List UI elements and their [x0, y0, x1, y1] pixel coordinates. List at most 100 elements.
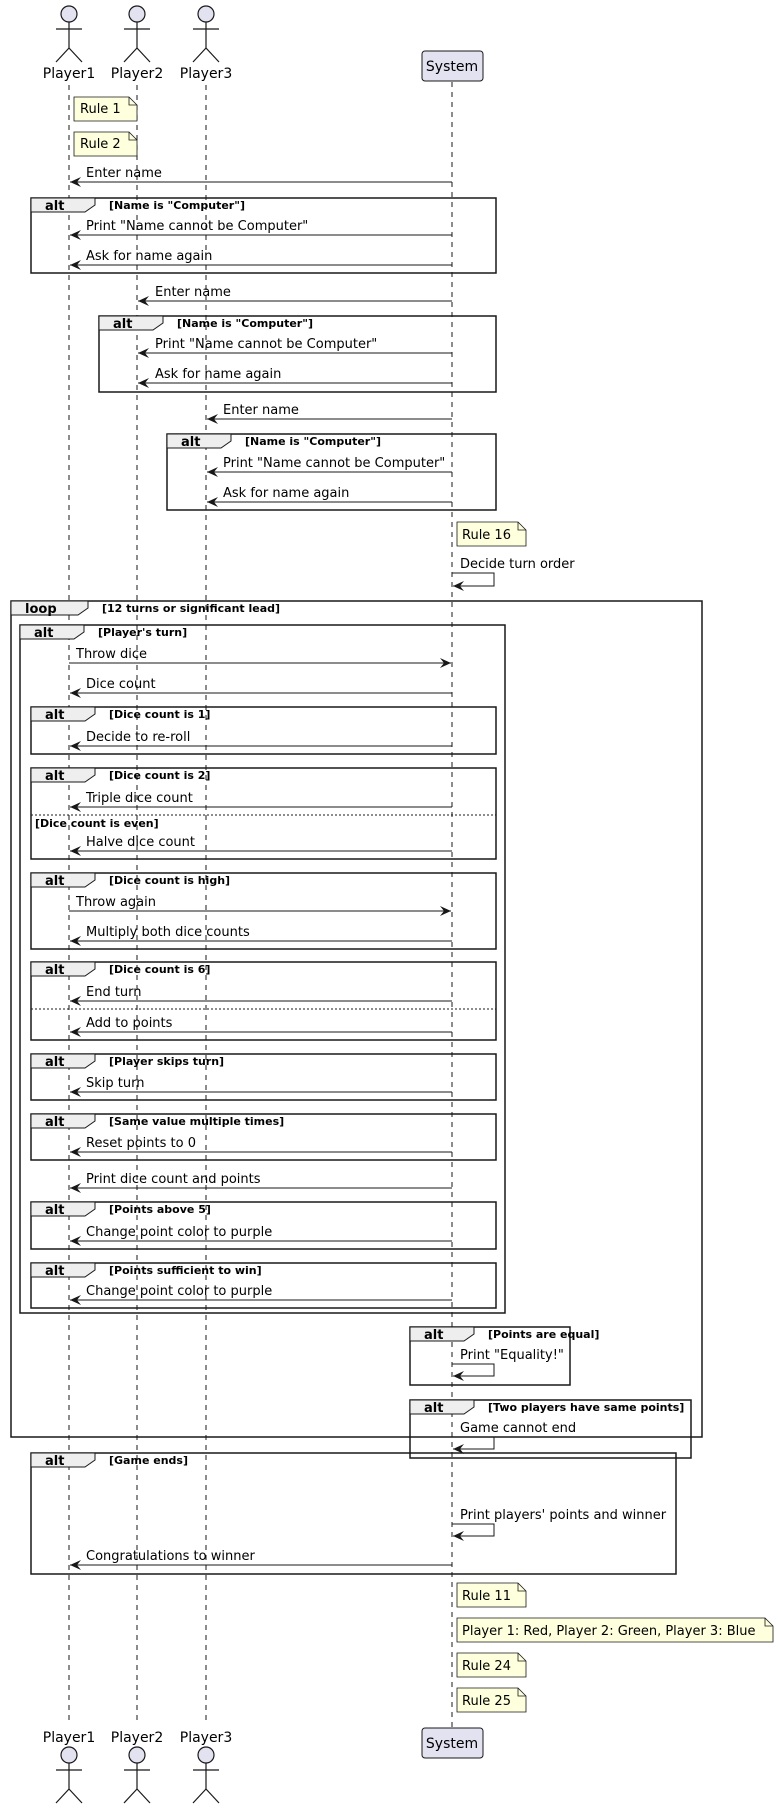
svg-text:Enter name: Enter name — [223, 403, 299, 418]
note-rule25: Rule 25 — [456, 1687, 527, 1713]
participant-label-system-bottom: System — [426, 1736, 478, 1752]
svg-text:alt: alt — [424, 1328, 443, 1343]
svg-text:Multiply both dice counts: Multiply both dice counts — [86, 925, 250, 940]
svg-text:Print players' points and winn: Print players' points and winner — [460, 1508, 667, 1523]
participant-label-player1: Player1 — [43, 66, 95, 82]
svg-text:[Game ends]: [Game ends] — [109, 1454, 188, 1467]
participant-label-player2-bottom: Player2 — [111, 1730, 163, 1746]
svg-text:alt: alt — [45, 708, 64, 723]
msg-add-points: Add to points — [70, 1016, 452, 1037]
svg-text:Print "Name cannot be Computer: Print "Name cannot be Computer" — [155, 337, 377, 352]
msg-turn-order: Decide turn order — [452, 557, 575, 591]
svg-text:Change point color to purple: Change point color to purple — [86, 1225, 272, 1240]
svg-text:Throw again: Throw again — [75, 895, 156, 910]
msg-multiply: Multiply both dice counts — [70, 925, 452, 946]
note-rule1-text: Rule 1 — [80, 102, 121, 117]
svg-text:[Name is "Computer"]: [Name is "Computer"] — [177, 317, 313, 330]
svg-text:alt: alt — [424, 1401, 443, 1416]
frame-alt-skips: alt [Player skips turn] — [30, 1053, 497, 1101]
svg-text:Halve dice count: Halve dice count — [86, 835, 195, 850]
note-rule11: Rule 11 — [456, 1582, 527, 1608]
note-rule24: Rule 24 — [456, 1652, 527, 1678]
svg-text:Ask for name again: Ask for name again — [223, 486, 349, 501]
msg-halve: Halve dice count — [70, 835, 452, 856]
actor-player3-top — [192, 5, 220, 63]
msg-purple-1: Change point color to purple — [70, 1225, 452, 1246]
svg-text:alt: alt — [45, 963, 64, 978]
msg-cannot-end: Game cannot end — [452, 1421, 576, 1454]
msg-dice-count: Dice count — [70, 677, 452, 698]
svg-text:alt: alt — [45, 1454, 64, 1469]
note-rule2-text: Rule 2 — [80, 137, 121, 152]
svg-text:alt: alt — [113, 317, 132, 332]
svg-text:alt: alt — [34, 626, 53, 641]
msg-enter-name-p1: Enter name — [70, 166, 452, 187]
actor-player2-top — [123, 5, 151, 63]
msg-triple: Triple dice count — [70, 791, 452, 812]
frame-alt-name-p3: alt [Name is "Computer"] — [166, 433, 497, 511]
svg-text:Ask for name again: Ask for name again — [155, 367, 281, 382]
msg-enter-name-p3: Enter name — [207, 403, 452, 424]
frame-alt-dice-1: alt [Dice count is 1] — [30, 706, 497, 755]
svg-text:Ask for name again: Ask for name again — [86, 249, 212, 264]
svg-text:alt: alt — [45, 874, 64, 889]
participant-label-player1-bottom: Player1 — [43, 1730, 95, 1746]
msg-reroll: Decide to re-roll — [70, 730, 452, 751]
actor-player3-bottom — [192, 1746, 220, 1804]
note-rule1: Rule 1 — [73, 96, 138, 122]
svg-text:Change point color to purple: Change point color to purple — [86, 1284, 272, 1299]
note-rule2: Rule 2 — [73, 131, 138, 157]
svg-text:Enter name: Enter name — [155, 285, 231, 300]
svg-text:[Dice count is 2]: [Dice count is 2] — [109, 769, 210, 782]
svg-text:[Dice count is even]: [Dice count is even] — [35, 817, 159, 830]
msg-print-p2: Print "Name cannot be Computer" — [138, 337, 452, 358]
msg-enter-name-p2: Enter name — [138, 285, 452, 306]
msg-skip: Skip turn — [70, 1076, 452, 1097]
frame-alt-name-p2: alt [Name is "Computer"] — [98, 315, 497, 393]
msg-throw-again: Throw again — [69, 895, 451, 916]
msg-reset: Reset points to 0 — [70, 1136, 452, 1157]
msg-print-winner: Print players' points and winner — [452, 1508, 667, 1541]
svg-text:alt: alt — [45, 199, 64, 214]
svg-text:Decide to re-roll: Decide to re-roll — [86, 730, 190, 745]
participant-label-player3: Player3 — [180, 66, 232, 82]
svg-text:Congratulations to winner: Congratulations to winner — [86, 1549, 255, 1564]
msg-print-p1: Print "Name cannot be Computer" — [70, 219, 452, 240]
svg-text:Reset points to 0: Reset points to 0 — [86, 1136, 196, 1151]
participant-label-player2: Player2 — [111, 66, 163, 82]
participants-bottom: Player1 Player2 Player3 System — [43, 1727, 484, 1804]
frame-alt-same-points: alt [Two players have same points] — [409, 1399, 692, 1459]
note-player-colors: Player 1: Red, Player 2: Green, Player 3… — [456, 1617, 774, 1643]
msg-equality: Print "Equality!" — [452, 1348, 564, 1381]
actor-player1-bottom — [55, 1746, 83, 1804]
svg-text:[Two players have same points]: [Two players have same points] — [488, 1401, 684, 1414]
frame-alt-players-turn: alt [Player's turn] — [19, 624, 506, 1314]
svg-text:Dice count: Dice count — [86, 677, 156, 692]
svg-text:[Dice count is 6]: [Dice count is 6] — [109, 963, 210, 976]
msg-ask-p2: Ask for name again — [138, 367, 452, 388]
msg-throw-dice: Throw dice — [69, 647, 451, 668]
msg-ask-p1: Ask for name again — [70, 249, 452, 270]
svg-text:[Name is "Computer"]: [Name is "Computer"] — [245, 435, 381, 448]
svg-text:Rule 11: Rule 11 — [462, 1589, 511, 1604]
svg-text:[Dice count is 1]: [Dice count is 1] — [109, 708, 210, 721]
svg-text:Print "Equality!": Print "Equality!" — [460, 1348, 564, 1363]
svg-text:[Player skips turn]: [Player skips turn] — [109, 1055, 224, 1068]
frame-alt-points-win: alt [Points sufficient to win] — [30, 1262, 497, 1309]
msg-ask-p3: Ask for name again — [207, 486, 452, 507]
svg-text:alt: alt — [45, 1203, 64, 1218]
frame-alt-dice-2: alt [Dice count is 2] [Dice count is eve… — [30, 767, 497, 860]
svg-text:[Points are equal]: [Points are equal] — [488, 1328, 599, 1341]
svg-text:Rule 16: Rule 16 — [462, 528, 511, 543]
msg-congrats: Congratulations to winner — [70, 1549, 452, 1570]
frame-alt-game-ends: alt [Game ends] — [30, 1452, 677, 1575]
svg-text:Print dice count and points: Print dice count and points — [86, 1172, 261, 1187]
msg-print-count: Print dice count and points — [70, 1172, 452, 1193]
svg-text:Enter name: Enter name — [86, 166, 162, 181]
frame-alt-dice-6: alt [Dice count is 6] — [30, 961, 497, 1041]
participant-box-system-top — [421, 50, 484, 82]
svg-text:Rule 25: Rule 25 — [462, 1694, 511, 1709]
svg-text:[Same value multiple times]: [Same value multiple times] — [109, 1115, 284, 1128]
frame-alt-dice-high: alt [Dice count is high] — [30, 872, 497, 950]
